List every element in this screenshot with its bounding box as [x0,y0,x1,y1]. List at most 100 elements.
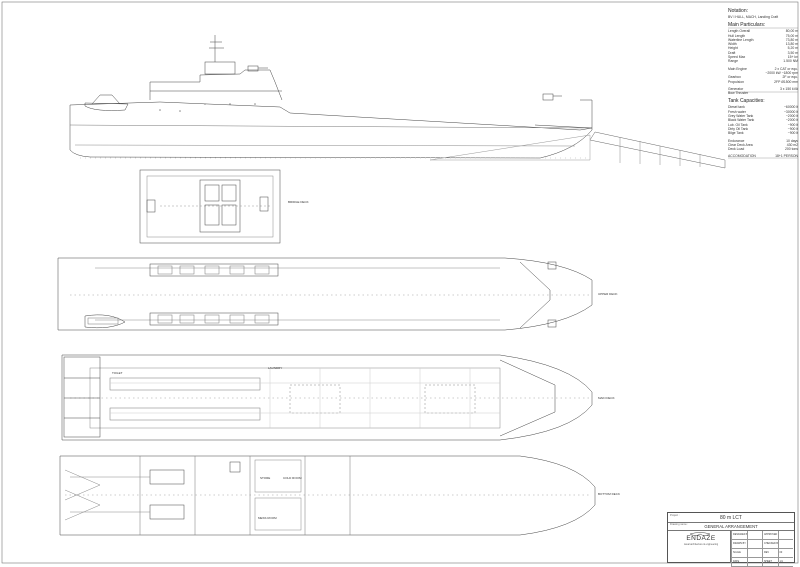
spec-label: Height [728,46,738,51]
spec-label: ACCOMODATION [728,154,756,159]
main-deck-label: MAIN DECK [598,396,615,400]
spec-value: 73,80 m [785,37,798,42]
main-deck-plan [61,354,593,441]
spec-row: Fresh water ~30000 lt [728,110,798,114]
revision-cell [746,558,763,566]
bridge-deck-label: BRIDGE DECK [288,200,309,204]
spec-value: 5,20 m [787,46,798,51]
spec-label: Fresh water [728,109,746,114]
revision-cell: 00 [777,549,794,557]
spec-value: ~30000 lt [783,109,798,114]
revision-cell [746,540,763,548]
bridge-deck-plan [139,169,281,244]
spec-row: Hull Length 75,00 m [728,34,798,38]
specification-panel: Notation: BV I HULL, MACH, Landing Craft… [728,5,798,159]
wave-logo-icon [689,532,711,536]
title-block: Project : 80 m LCT Drawing name : GENERA… [667,512,795,567]
accommodation-list: ACCOMODATION 18+1 PERSON [728,154,798,158]
revision-cell [777,531,794,539]
spec-label: Dirty Oil Tank [728,126,749,131]
project-name: 80 m LCT [720,515,742,521]
spec-row: Height 5,20 m [728,46,798,50]
spec-label: Hull Length [728,33,746,38]
spec-value: 15+ kn [787,55,798,60]
spec-label: Lub. Oil Tank [728,122,748,127]
spec-label: Deck Load [728,147,745,152]
project-label: Project : [670,514,680,517]
spec-row: Dirty Oil Tank~900 lt [728,127,798,131]
notation-text: BV I HULL, MACH, Landing Craft [728,15,779,19]
spec-label: Draft [728,50,736,55]
cold-room-label: COLD ROOM [283,476,302,480]
spec-value: 18+1 PERSON [775,154,798,159]
spec-row: Speed Max 15+ kn [728,55,798,59]
spec-value: 430 m2 [786,142,798,147]
spec-row: Diesel tank ~60000 lt [728,105,798,109]
spec-value: ~900 lt [787,131,798,136]
spec-value: 1.500 NM [783,59,798,64]
revision-row: DESIGNED BY APPROVED BY [731,531,793,540]
spec-label: Range [728,59,738,64]
toilet-label: TOILET [112,371,123,375]
spec-value: 2 x CAT or equ. [774,66,798,71]
spec-row: Grey Water Tank~2000 lt [728,114,798,118]
spec-value: 3,50 m [787,50,798,55]
tank-capacities-list: Diesel tank ~60000 lt Fresh water ~30000 lt… [728,105,798,135]
revision-cell [777,540,794,548]
drawing-name: GENERAL ARRANGEMENT [704,524,758,529]
bottom-deck-label: BOTTOM DECK [598,492,620,496]
spec-value: ~2000 kW ~1800 rpm [765,70,798,75]
spec-label: Endurance [728,138,745,143]
spec-label: Bilge Tank [728,131,744,136]
spec-value: ~60000 lt [783,105,798,110]
spec-label: Gearbox [728,75,742,80]
spec-label: Generator [728,86,744,91]
spec-value: ~2000 lt [785,114,798,119]
brand-name: ENDAZE [686,535,716,542]
revision-cell: DATE [731,558,747,566]
revision-cell: REV [762,549,778,557]
spec-row: Waterline Length 73,80 m [728,38,798,42]
revision-cell: CHECKED BY [762,540,778,548]
spec-value: 75,00 m [785,33,798,38]
spec-value: 13,80 m [785,42,798,47]
spec-label: Waterline Length [728,37,754,42]
tank-capacities-heading: Tank Capacities: [728,98,765,105]
upper-deck-plan [57,257,593,331]
spec-label: Speed Max [728,55,746,60]
revision-cell: 1/1 [777,558,794,566]
company-logo [670,531,731,563]
revision-cell: APPROVED BY [762,531,778,539]
spec-value: 2FP Ø1500 mm [774,79,798,84]
spec-row: Main Engine 2 x CAT or equ. [728,67,798,71]
upper-deck-label: UPPER DECK [598,292,618,296]
spec-value: 2F or equ. [782,75,798,80]
spec-row: Black Water Tank~2000 lt [728,118,798,122]
spec-label: Diesel tank [728,105,745,110]
store-label: STORE [260,476,271,480]
mess-room-label: MESS ROOM [258,516,277,520]
profile-view [69,35,726,169]
notation-heading: Notation: [728,8,749,14]
spec-label: Main Engine [728,66,747,71]
laundry-label: LAUNDRY [268,366,283,370]
revision-cell [746,531,763,539]
spec-row: Gearbox 2F or equ. [728,75,798,79]
revision-cell: DESIGNED BY [731,531,747,539]
spec-label: Black Water Tank [728,118,755,123]
spec-row: ~2000 kW ~1800 rpm [728,71,798,75]
